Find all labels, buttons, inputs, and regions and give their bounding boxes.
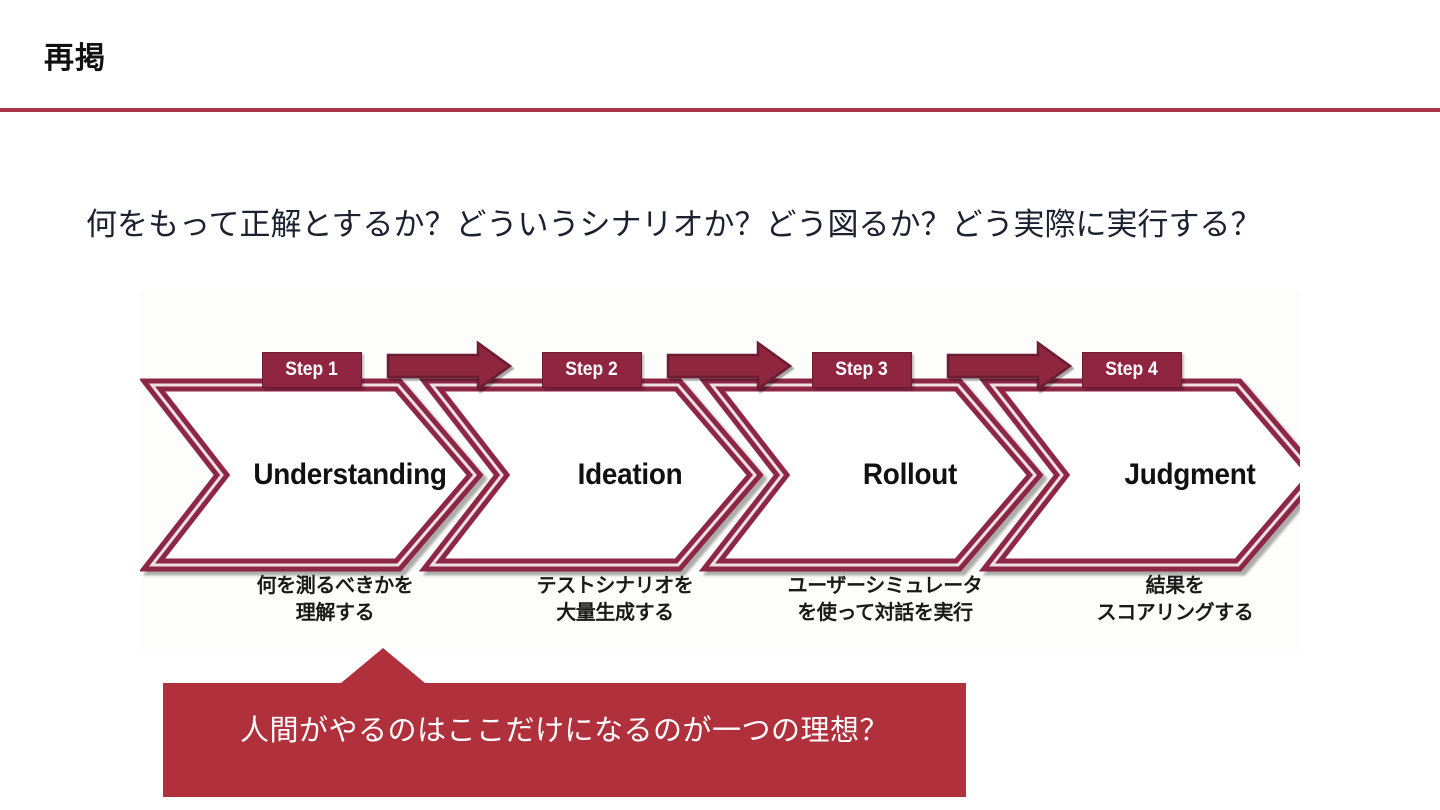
step-caption-4: 結果を スコアリングする bbox=[1030, 573, 1320, 627]
callout-banner: 人間がやるのはここだけになるのが一つの理想？ bbox=[163, 645, 966, 797]
step-badge-1: Step 1 bbox=[262, 352, 362, 388]
chevron-step-3 bbox=[698, 378, 1044, 572]
page-title: 再掲 bbox=[44, 42, 106, 75]
step-caption-1-line2: 理解する bbox=[295, 602, 375, 624]
chevron-step-2 bbox=[418, 378, 764, 572]
step-caption-2: テストシナリオを 大量生成する bbox=[470, 573, 760, 627]
right-arrow-icon-3 bbox=[946, 340, 1073, 392]
step-caption-3-line2: を使って対話を実行 bbox=[797, 602, 973, 624]
callout-shape bbox=[163, 648, 966, 797]
process-diagram-graphics bbox=[140, 340, 1300, 572]
right-arrow-icon-1 bbox=[386, 340, 513, 392]
step-badge-3: Step 3 bbox=[812, 352, 912, 388]
lead-paragraph: 何をもって正解とするか？どういうシナリオか？どう図るか？どう実際に実行する？ bbox=[86, 207, 1262, 242]
step-caption-2-line2: 大量生成する bbox=[556, 602, 674, 624]
step-caption-3-line1: ユーザーシミュレータ bbox=[787, 575, 983, 597]
header-divider bbox=[0, 108, 1440, 112]
step-caption-4-line2: スコアリングする bbox=[1096, 602, 1254, 624]
chevron-step-1 bbox=[140, 378, 484, 572]
callout-text: 人間がやるのはここだけになるのが一つの理想？ bbox=[239, 715, 889, 747]
step-caption-4-line1: 結果を bbox=[1145, 575, 1205, 597]
step-badge-4: Step 4 bbox=[1082, 352, 1182, 388]
step-badge-2: Step 2 bbox=[542, 352, 642, 388]
step-caption-3: ユーザーシミュレータ を使って対話を実行 bbox=[735, 573, 1035, 627]
step-caption-1: 何を測るべきかを 理解する bbox=[190, 573, 480, 627]
step-caption-2-line1: テストシナリオを bbox=[536, 575, 694, 597]
step-caption-1-line1: 何を測るべきかを bbox=[256, 575, 414, 597]
chevron-step-4 bbox=[978, 378, 1300, 572]
slide-header: 再掲 bbox=[0, 0, 1440, 113]
right-arrow-icon-2 bbox=[666, 340, 793, 392]
process-diagram: Step 1 Step 2 Step 3 Step 4 Understandin… bbox=[140, 290, 1300, 650]
